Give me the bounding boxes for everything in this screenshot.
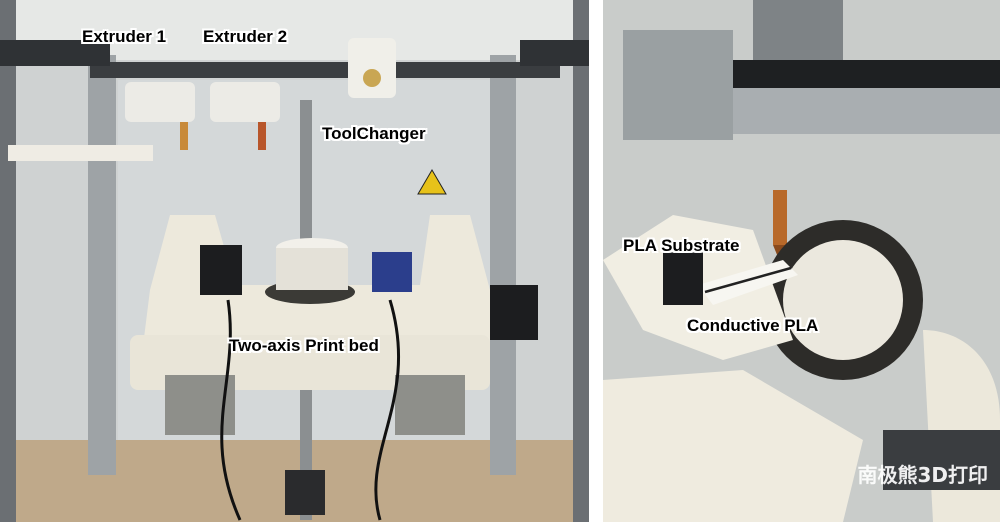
label-conductive-pla: Conductive PLA <box>687 316 819 335</box>
closeup-photo-right: PLA Substrate Conductive PLA 南极熊3D打印 <box>603 0 1000 522</box>
closeup-illustration <box>603 0 1000 522</box>
printer-illustration <box>0 0 589 522</box>
label-extruder-1: Extruder 1 <box>82 27 167 46</box>
label-extruder-2: Extruder 2 <box>203 27 288 46</box>
printer-photo-left: Extruder 1 Extruder 2 ToolChanger Two-ax… <box>0 0 589 522</box>
label-pla-substrate: PLA Substrate <box>623 236 740 255</box>
watermark: 南极熊3D打印 <box>857 463 988 487</box>
label-toolchanger: ToolChanger <box>322 124 426 143</box>
label-print-bed: Two-axis Print bed <box>229 336 379 355</box>
